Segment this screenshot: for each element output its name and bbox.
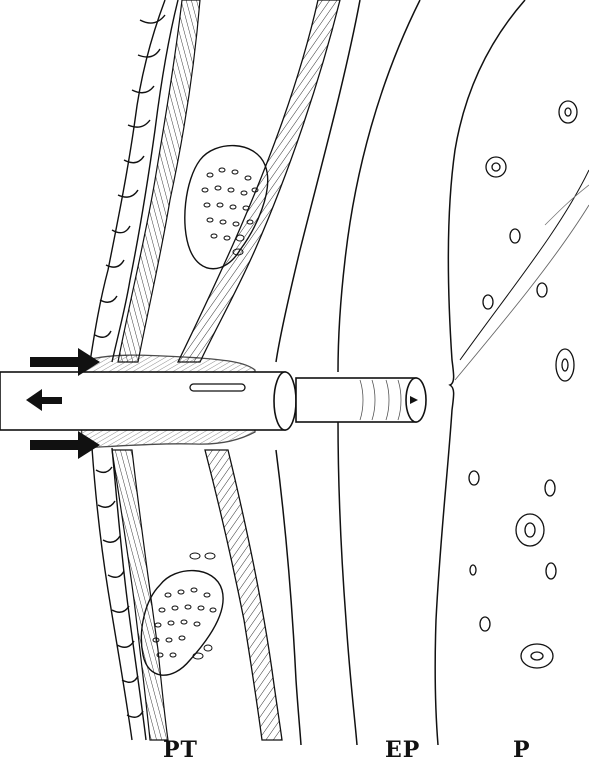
fibrous-band-upper [118, 0, 200, 362]
lung-alveoli [469, 101, 577, 668]
label-ep: EP [385, 737, 420, 763]
label-pt: PT [163, 737, 198, 763]
label-p: P [513, 737, 531, 763]
catheter-narrow-segment [296, 378, 416, 422]
parietal-band-upper [178, 0, 340, 362]
catheter-side-hole [190, 384, 245, 391]
catheter-wide-tip [274, 372, 296, 430]
pleural-contours [276, 0, 589, 745]
catheter-tube [0, 372, 426, 430]
parietal-band-lower [205, 450, 282, 740]
